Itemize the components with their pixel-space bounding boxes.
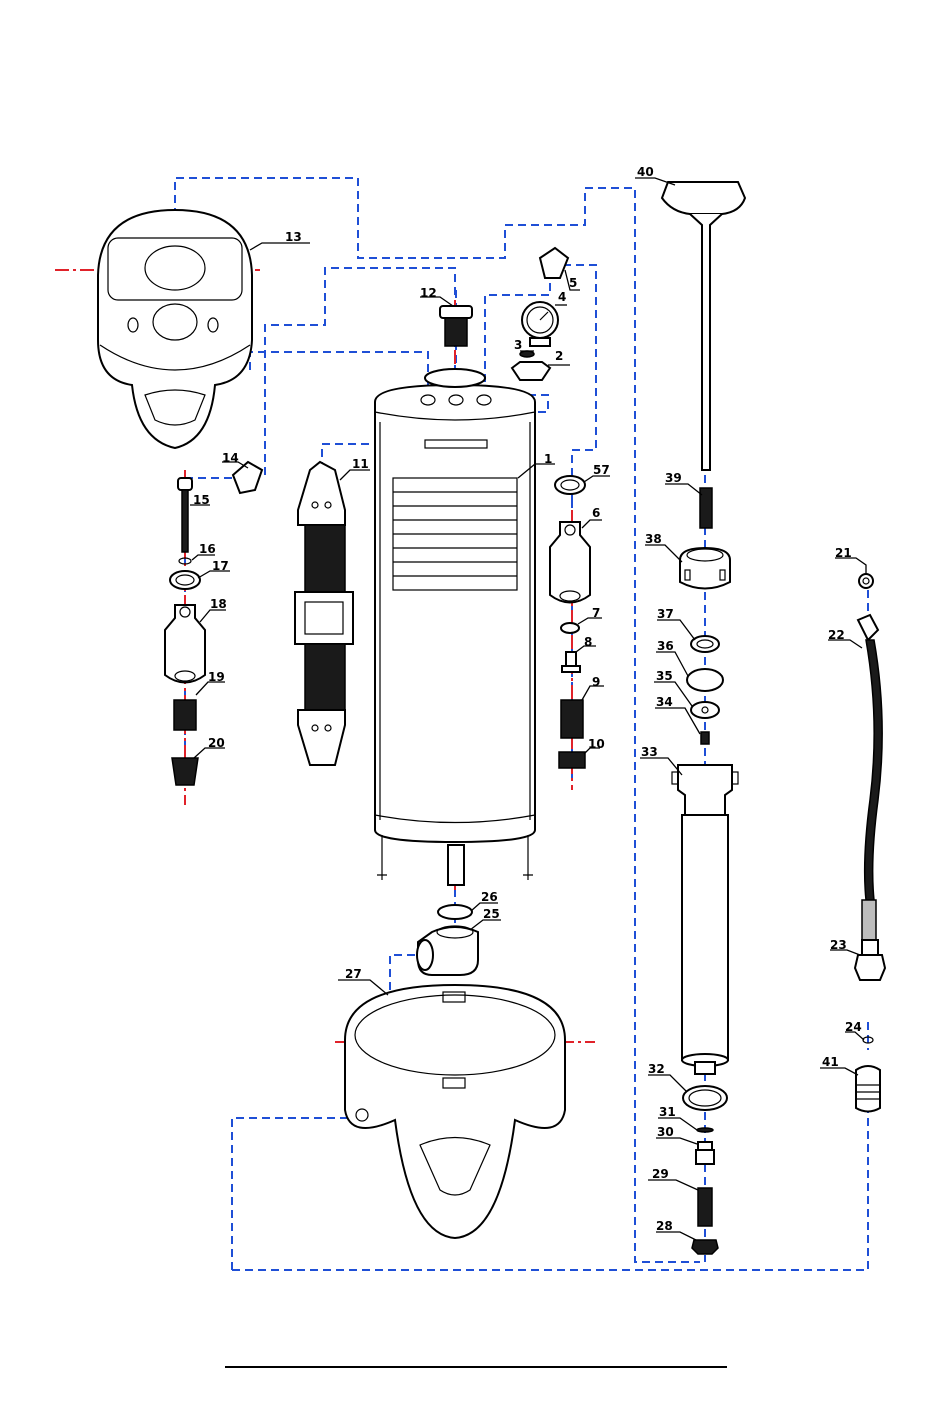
part-base [345, 985, 565, 1238]
part-label-3: 3 [514, 338, 522, 352]
part-label-37: 37 [657, 607, 674, 621]
part-label-21: 21 [835, 546, 852, 560]
part-label-7: 7 [592, 606, 600, 620]
part-label-25: 25 [483, 907, 500, 921]
part-label-10: 10 [588, 737, 605, 751]
part-cap-screw [440, 306, 472, 346]
part-elbow [417, 905, 478, 975]
part-label-32: 32 [648, 1062, 665, 1076]
part-label-4: 4 [558, 290, 566, 304]
part-label-31: 31 [659, 1105, 676, 1119]
part-label-23: 23 [830, 938, 847, 952]
part-label-20: 20 [208, 736, 225, 750]
part-label-19: 19 [208, 670, 225, 684]
part-top-cap [98, 210, 252, 448]
part-label-13: 13 [285, 230, 302, 244]
part-label-12: 12 [420, 286, 437, 300]
part-tank [375, 369, 535, 885]
part-label-57: 57 [593, 463, 610, 477]
part-label-40: 40 [637, 165, 654, 179]
part-label-36: 36 [657, 639, 674, 653]
part-label-33: 33 [641, 745, 658, 759]
part-label-5: 5 [569, 276, 577, 290]
part-label-1: 1 [544, 452, 552, 466]
part-label-29: 29 [652, 1167, 669, 1181]
part-label-16: 16 [199, 542, 216, 556]
part-label-28: 28 [656, 1219, 673, 1233]
part-label-35: 35 [656, 669, 673, 683]
part-label-11: 11 [352, 457, 369, 471]
part-strap [295, 462, 353, 765]
part-label-15: 15 [193, 493, 210, 507]
part-label-17: 17 [212, 559, 229, 573]
part-label-26: 26 [481, 890, 498, 904]
part-label-18: 18 [210, 597, 227, 611]
part-label-24: 24 [845, 1020, 862, 1034]
part-label-22: 22 [828, 628, 845, 642]
part-label-2: 2 [555, 349, 563, 363]
part-label-38: 38 [645, 532, 662, 546]
part-label-39: 39 [665, 471, 682, 485]
part-label-34: 34 [656, 695, 673, 709]
part-pump-head [680, 548, 730, 744]
part-label-9: 9 [592, 675, 600, 689]
part-nut-left [233, 462, 262, 493]
part-pump-cylinder [672, 765, 738, 1074]
part-label-30: 30 [657, 1125, 674, 1139]
part-label-41: 41 [822, 1055, 839, 1069]
part-right-valve-stack [550, 476, 590, 768]
part-label-14: 14 [222, 451, 239, 465]
part-label-8: 8 [584, 635, 592, 649]
part-label-6: 6 [592, 506, 600, 520]
part-label-27: 27 [345, 967, 362, 981]
